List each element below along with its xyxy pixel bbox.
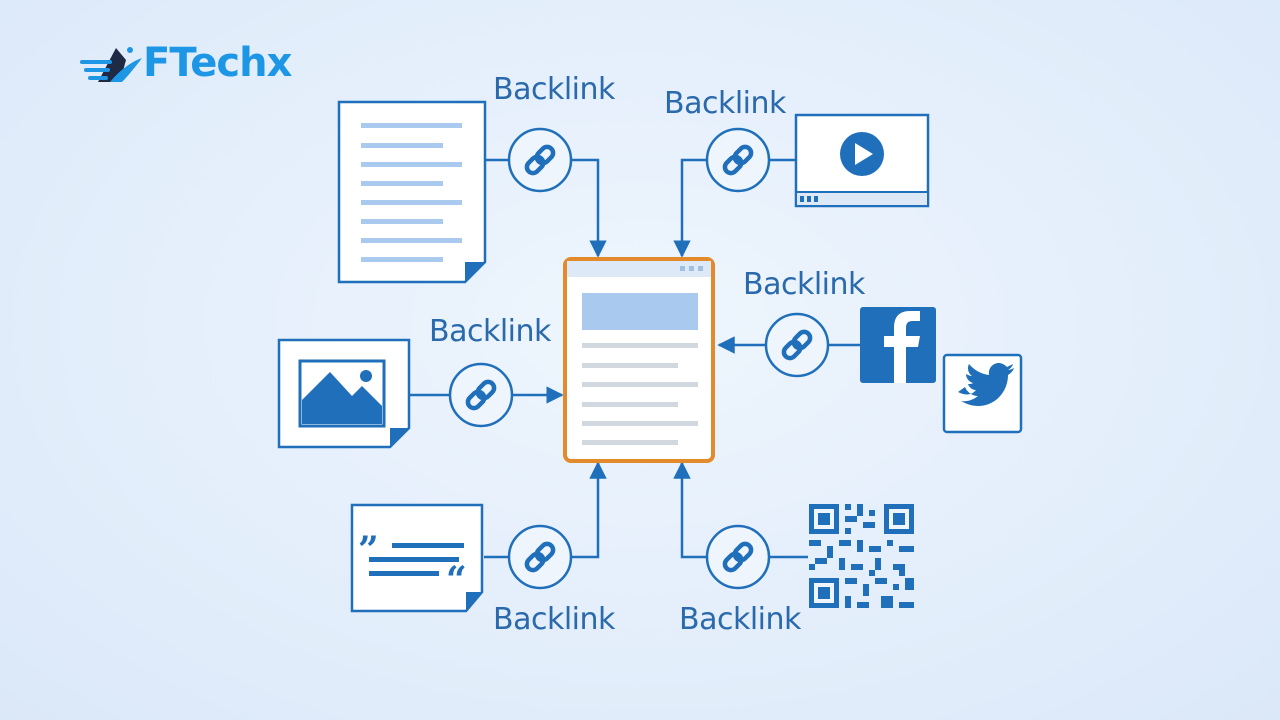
ftechx-logo-text: FTechx (143, 40, 292, 86)
chain-link-icon (507, 524, 573, 590)
qr-code-icon (809, 504, 914, 608)
svg-text:”: ” (358, 529, 379, 571)
chain-link-icon (507, 127, 573, 193)
backlink-label-image: Backlink (429, 314, 551, 349)
backlink-label-quote: Backlink (493, 602, 615, 637)
chain-link-icon (448, 362, 514, 428)
backlink-label-social: Backlink (743, 267, 865, 302)
svg-text:“: “ (446, 559, 467, 601)
chain-link-icon (705, 524, 771, 590)
chain-link-icon (764, 312, 830, 378)
facebook-icon (860, 307, 936, 383)
backlink-label-video: Backlink (664, 86, 786, 121)
backlink-label-qrcode: Backlink (679, 602, 801, 637)
video-player-icon (794, 113, 930, 208)
backlink-label-article: Backlink (493, 72, 615, 107)
chain-link-icon (705, 127, 771, 193)
image-icon (277, 338, 411, 449)
target-web-page (563, 257, 715, 463)
twitter-icon (942, 353, 1023, 434)
link-badges (448, 127, 830, 590)
document-icon (337, 100, 487, 284)
quote-card-icon: ” “ (350, 503, 484, 613)
ftechx-logo-icon (80, 47, 142, 82)
